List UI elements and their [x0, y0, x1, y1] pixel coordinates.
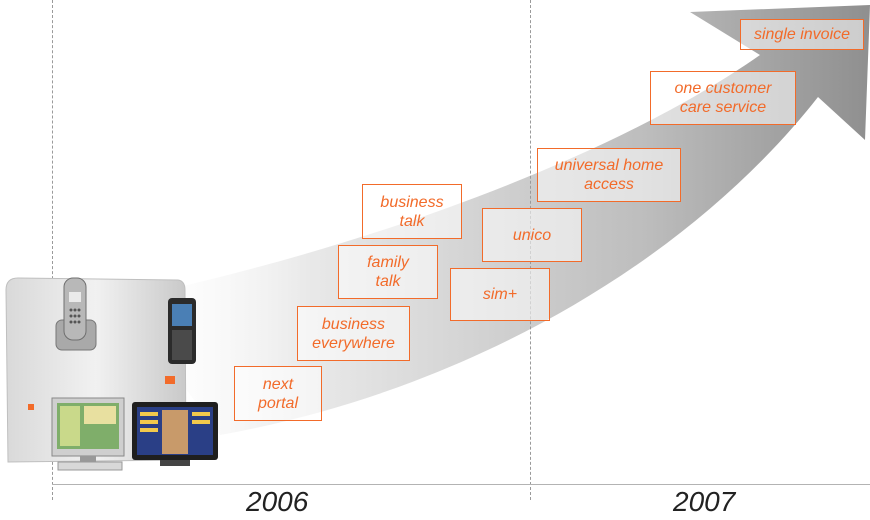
desktop-computer-icon: [51, 397, 125, 471]
service-box-next-portal: next portal: [234, 366, 322, 421]
service-box-unico: unico: [482, 208, 582, 262]
service-box-family-talk: family talk: [338, 245, 438, 299]
timeline-baseline: [52, 484, 870, 485]
flat-screen-tv-icon: [132, 402, 218, 466]
service-box-business-everywhere: business everywhere: [297, 306, 410, 361]
service-box-one-customer-care-service: one customer care service: [650, 71, 796, 125]
year-label-2006: 2006: [246, 486, 309, 517]
cordless-phone-icon: [55, 277, 97, 351]
service-box-sim-plus: sim+: [450, 268, 550, 321]
mobile-phone-icon: [168, 298, 196, 364]
service-box-universal-home-access: universal home access: [537, 148, 681, 202]
service-box-business-talk: business talk: [362, 184, 462, 239]
timeline-start-line: [52, 0, 53, 500]
year-label-2007: 2007: [673, 486, 736, 517]
service-box-single-invoice: single invoice: [740, 19, 864, 50]
